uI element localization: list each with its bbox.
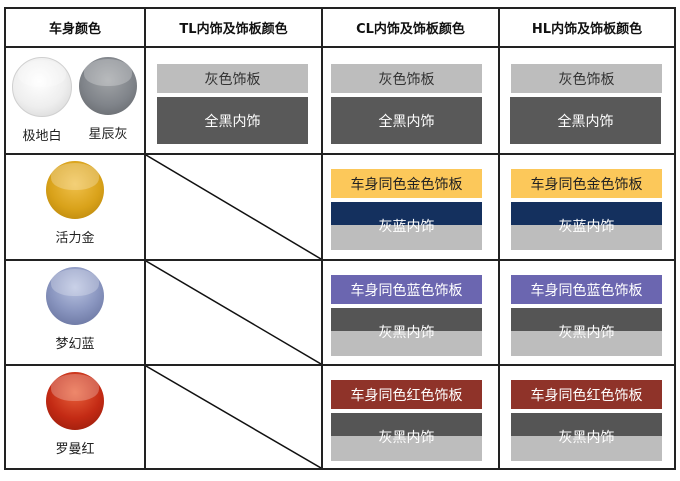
swatch-star-grey: 星辰灰	[78, 57, 138, 142]
swatch-dream-blue: 梦幻蓝	[45, 267, 105, 352]
cl-panel-grey: 灰色饰板	[331, 64, 482, 93]
row-divider	[6, 364, 674, 366]
cl-interior-grey-blue: 灰蓝内饰	[331, 202, 482, 250]
row-3-swatches: 梦幻蓝	[6, 261, 144, 364]
cl-panel-red: 车身同色红色饰板	[331, 380, 482, 409]
row-divider	[6, 153, 674, 155]
swatch-label: 极地白	[22, 129, 62, 144]
color-sphere-icon	[46, 267, 104, 325]
row-1-swatches: 极地白 星辰灰	[6, 48, 144, 153]
hl-panel-red: 车身同色红色饰板	[511, 380, 662, 409]
color-sphere-icon	[79, 57, 137, 115]
swatch-roman-red: 罗曼红	[45, 372, 105, 457]
interior-label: 灰黑内饰	[558, 430, 615, 446]
hl-interior-black: 全黑内饰	[510, 97, 661, 144]
swatch-label: 梦幻蓝	[55, 337, 95, 352]
cl-panel-gold: 车身同色金色饰板	[331, 169, 482, 198]
cl-interior-grey-black: 灰黑内饰	[331, 308, 482, 356]
not-available-diagonal	[146, 261, 321, 364]
header-tl: TL内饰及饰板颜色	[179, 22, 288, 37]
cl-panel-blue: 车身同色蓝色饰板	[331, 275, 482, 304]
header-cl: CL内饰及饰板颜色	[356, 22, 465, 37]
cl-interior-grey-black: 灰黑内饰	[331, 413, 482, 461]
hl-panel-gold: 车身同色金色饰板	[511, 169, 662, 198]
swatch-label: 星辰灰	[88, 127, 128, 142]
tl-interior-black: 全黑内饰	[157, 97, 308, 144]
interior-label: 灰黑内饰	[558, 325, 615, 341]
row-divider	[6, 259, 674, 261]
swatch-vital-gold: 活力金	[45, 161, 105, 246]
color-sphere-icon	[46, 372, 104, 430]
hl-interior-grey-black: 灰黑内饰	[511, 413, 662, 461]
cl-interior-black: 全黑内饰	[331, 97, 482, 144]
interior-label: 灰黑内饰	[378, 430, 435, 446]
color-sphere-icon	[46, 161, 104, 219]
interior-label: 灰蓝内饰	[558, 219, 615, 235]
hl-panel-grey: 灰色饰板	[511, 64, 662, 93]
row-divider	[6, 46, 674, 48]
interior-label: 灰蓝内饰	[378, 219, 435, 235]
swatch-polar-white: 极地白	[12, 57, 72, 144]
hl-interior-grey-blue: 灰蓝内饰	[511, 202, 662, 250]
column-divider	[144, 9, 146, 468]
hl-panel-blue: 车身同色蓝色饰板	[511, 275, 662, 304]
hl-interior-grey-black: 灰黑内饰	[511, 308, 662, 356]
row-4-swatches: 罗曼红	[6, 366, 144, 468]
header-hl: HL内饰及饰板颜色	[531, 22, 643, 37]
not-available-diagonal	[146, 366, 321, 468]
tl-panel-grey: 灰色饰板	[157, 64, 308, 93]
color-table: 车身颜色 TL内饰及饰板颜色 CL内饰及饰板颜色 HL内饰及饰板颜色 极地白 星…	[4, 7, 676, 470]
swatch-label: 罗曼红	[55, 442, 95, 457]
row-2-swatches: 活力金	[6, 155, 144, 259]
swatch-label: 活力金	[55, 231, 95, 246]
column-divider	[321, 9, 323, 468]
interior-label: 灰黑内饰	[378, 325, 435, 341]
header-body-color: 车身颜色	[48, 22, 101, 37]
not-available-diagonal	[146, 155, 321, 259]
column-divider	[498, 9, 500, 468]
color-sphere-icon	[12, 57, 72, 117]
